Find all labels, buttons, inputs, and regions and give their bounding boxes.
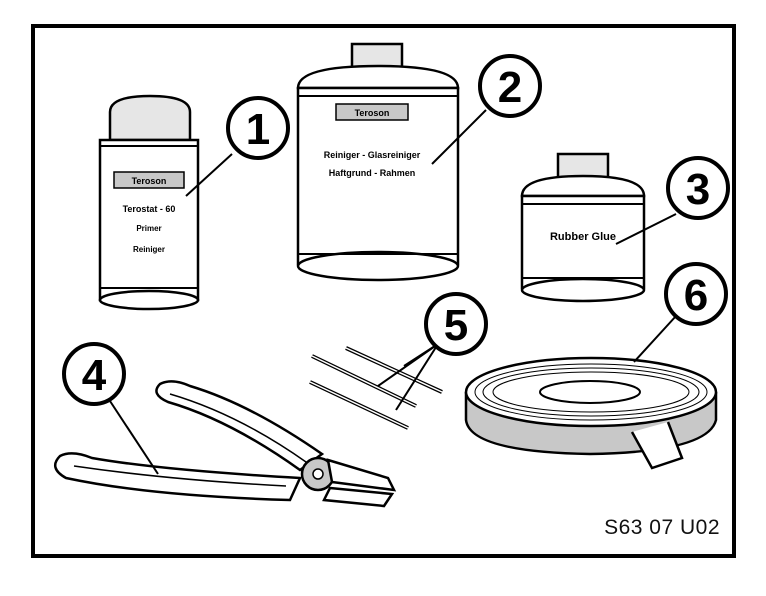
- tape-roll: [464, 356, 718, 470]
- callout-2: 2: [478, 54, 542, 118]
- callout-4: 4: [62, 342, 126, 406]
- callout-1: 1: [226, 96, 290, 160]
- large-can-label-line1: Reiniger - Glasreiniger: [324, 150, 421, 160]
- large-can-label-line2: Haftgrund - Rahmen: [329, 168, 416, 178]
- small-can: Rubber Glue: [520, 152, 646, 303]
- small-can-label: Rubber Glue: [550, 231, 616, 243]
- callout-5-number: 5: [444, 301, 468, 350]
- callout-6-number: 6: [684, 271, 708, 320]
- callout-2-number: 2: [498, 63, 522, 112]
- leader-lines: [107, 109, 677, 475]
- figure-reference-code: S63 07 U02: [604, 516, 720, 539]
- spray-can: Teroson Terostat - 60 Primer Reiniger: [98, 94, 200, 311]
- wire-rods: [309, 346, 443, 430]
- large-can-brand: Teroson: [355, 108, 390, 118]
- callout-5: 5: [424, 292, 488, 356]
- callout-4-number: 4: [82, 351, 107, 400]
- spray-can-label-line1: Terostat - 60: [123, 204, 176, 214]
- large-can: Teroson Reiniger - Glasreiniger Haftgrun…: [296, 42, 460, 282]
- callout-3-number: 3: [686, 165, 710, 214]
- spray-can-brand: Teroson: [132, 176, 167, 186]
- callout-3: 3: [666, 156, 730, 220]
- spray-can-label-line3: Reiniger: [133, 245, 165, 254]
- callout-1-number: 1: [246, 105, 270, 154]
- callout-6: 6: [664, 262, 728, 326]
- spray-can-label-line2: Primer: [136, 224, 161, 233]
- cutting-pliers: [53, 380, 397, 508]
